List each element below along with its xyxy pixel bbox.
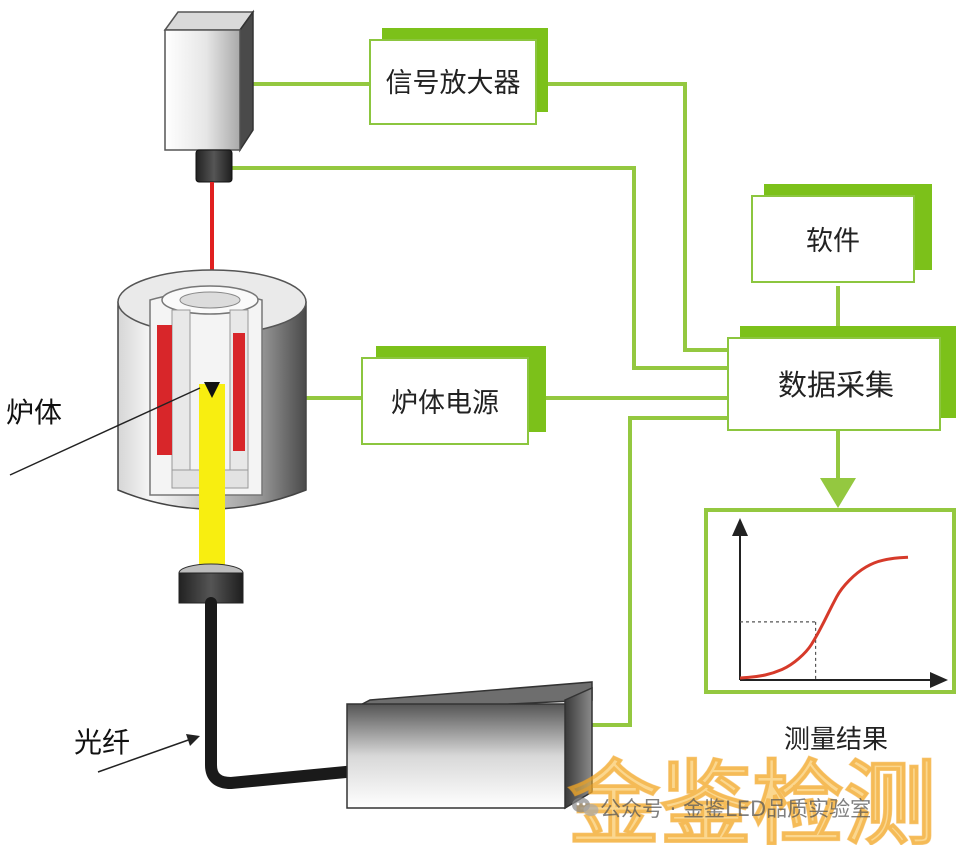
watermark-brand: 金鉴检测 (567, 750, 936, 845)
spectrometer-front-face (346, 703, 566, 809)
box-amplifier-label: 信号放大器 (386, 68, 521, 99)
chart-series-line (739, 555, 909, 680)
wechat-icon (572, 797, 599, 816)
result-label: 测量结果 (784, 725, 888, 755)
connection-lines (232, 82, 856, 727)
spectrometer (346, 681, 593, 810)
result-panel-frame (704, 508, 956, 694)
watermark: 金鉴检测 公众号 · 金鉴LED品质实验室 (567, 750, 937, 845)
box-furnace-power-frame (361, 357, 529, 445)
callout-fiber-arrow (186, 734, 200, 746)
result-chart (732, 518, 948, 688)
furnace-shelf-left-top (171, 309, 191, 471)
detector-lens (195, 149, 233, 183)
detector-front-face (164, 29, 241, 151)
callout-furnace-line (9, 387, 201, 476)
laser-arrow-head (204, 382, 220, 398)
box-software-frame (751, 195, 915, 283)
detector-top-face (163, 11, 255, 31)
box-amplifier: 信号放大器 (369, 28, 548, 125)
box-daq: 数据采集 (727, 326, 956, 431)
box-furnace-power-label: 炉体电源 (391, 388, 499, 419)
heater-element-left (157, 325, 172, 455)
wire-spectrometer-daq (590, 416, 730, 727)
box-amplifier-frame (369, 39, 537, 125)
callout-fiber-label: 光纤 (74, 726, 130, 759)
box-furnace-power: 炉体电源 (361, 346, 546, 445)
wire-amplifier-daq (543, 82, 730, 352)
watermark-account: 公众号 · 金鉴LED品质实验室 (600, 797, 871, 821)
callout-fiber: 光纤 (74, 726, 200, 773)
detector-side-face (239, 9, 254, 153)
arrow-daq-result (820, 478, 856, 508)
callout-furnace-label: 炉体 (6, 396, 62, 429)
result-panel: 测量结果 (704, 508, 956, 755)
optical-fiber (205, 597, 383, 789)
callout-fiber-line (97, 737, 195, 773)
box-daq-frame (727, 337, 941, 431)
callout-furnace: 炉体 (6, 387, 201, 476)
detector (163, 9, 255, 183)
heater-element-right (233, 333, 245, 451)
sample-rod (199, 384, 225, 568)
box-software-label: 软件 (806, 226, 860, 257)
wire-lens-daq (232, 166, 730, 370)
box-software: 软件 (751, 184, 932, 283)
box-daq-label: 数据采集 (778, 368, 894, 402)
furnace-inner-hole (179, 291, 241, 309)
